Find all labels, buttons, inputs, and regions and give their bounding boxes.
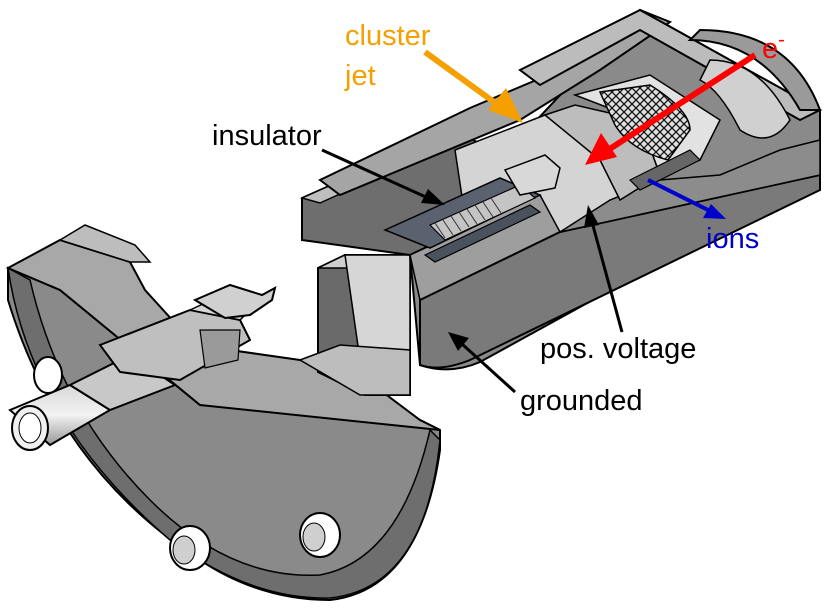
insulator-rod (383, 154, 561, 263)
insulator-pointer (321, 148, 429, 200)
ions-label: ions (706, 223, 759, 255)
electron-arrow (603, 52, 757, 155)
insulator-label: insulator (212, 120, 322, 152)
grounded-label: grounded (520, 385, 643, 417)
labels: cluster jet e- insulator ions pos. volta… (212, 20, 785, 417)
pos-voltage-label: pos. voltage (540, 333, 696, 365)
central-block (298, 254, 411, 396)
electron-label: e- (762, 29, 785, 65)
cluster-jet-arrow (423, 49, 507, 113)
flange-hole (33, 356, 63, 394)
electron-label-base: e (762, 33, 778, 65)
cluster-jet-label-line1: cluster (345, 20, 431, 52)
electron-label-sup: - (778, 29, 785, 51)
arrows (321, 49, 757, 394)
cluster-jet-label-line2: jet (344, 60, 376, 92)
feedthrough-tube (8, 283, 277, 451)
pos-voltage-pointer (590, 221, 624, 333)
grid-mesh-icon (598, 84, 691, 161)
ions-arrow (647, 178, 713, 214)
grounded-pointer (460, 342, 517, 394)
